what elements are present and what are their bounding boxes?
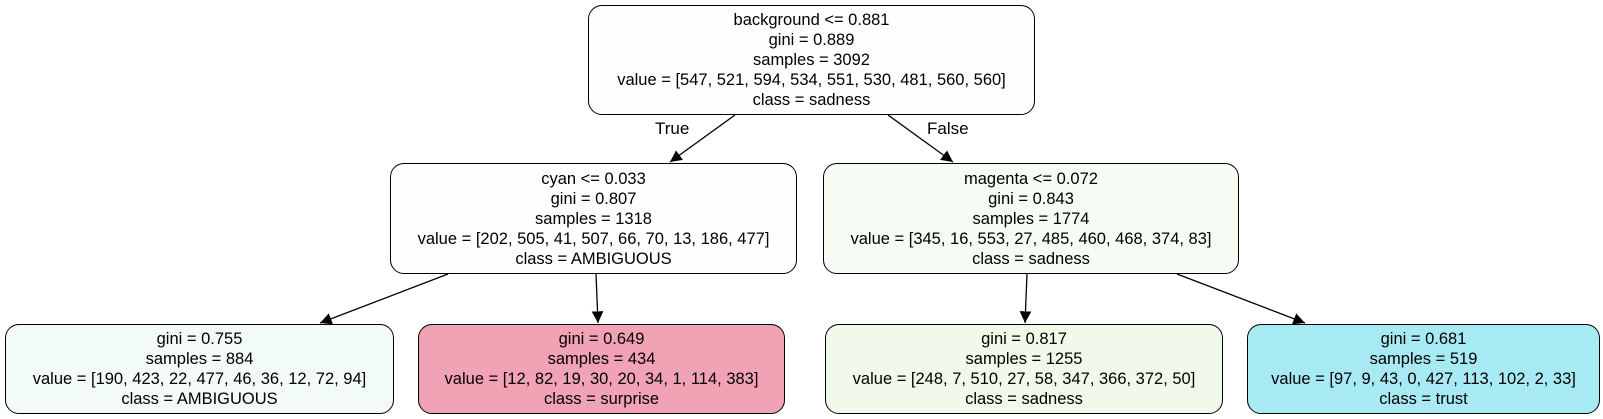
node-gini: gini = 0.889 [768, 31, 855, 49]
node-value: value = [12, 82, 19, 30, 20, 34, 1, 114,… [444, 370, 759, 388]
node-class: class = trust [1379, 390, 1468, 408]
edge-left-leaf2 [591, 273, 604, 324]
node-split: magenta <= 0.072 [964, 169, 1098, 188]
edge-label-false: False [927, 119, 969, 138]
tree-leaf-1: gini = 0.755 samples = 884 value = [190,… [5, 324, 394, 414]
tree-node-left: cyan <= 0.033 gini = 0.807 samples = 131… [390, 163, 797, 274]
tree-leaf-4: gini = 0.681 samples = 519 value = [97, … [1247, 324, 1600, 414]
node-samples: samples = 3092 [753, 51, 870, 69]
edge-label-true: True [655, 119, 690, 138]
edge-root-left [669, 114, 736, 163]
node-class: class = AMBIGUOUS [121, 390, 278, 408]
node-gini: gini = 0.681 [1380, 330, 1467, 348]
node-class: class = sadness [752, 91, 871, 109]
node-value: value = [202, 505, 41, 507, 66, 70, 13, … [417, 229, 770, 248]
edge-left-leaf1 [319, 273, 449, 325]
node-samples: samples = 1774 [972, 209, 1090, 228]
node-value: value = [248, 7, 510, 27, 58, 347, 366, … [852, 370, 1196, 388]
node-gini: gini = 0.817 [981, 330, 1067, 348]
tree-node-root: background <= 0.881 gini = 0.889 samples… [588, 5, 1035, 115]
node-samples: samples = 1255 [965, 350, 1083, 368]
node-gini: gini = 0.649 [558, 330, 645, 348]
tree-leaf-2: gini = 0.649 samples = 434 value = [12, … [418, 324, 785, 414]
node-class: class = surprise [543, 390, 660, 408]
node-class: class = sadness [965, 390, 1083, 408]
node-value: value = [97, 9, 43, 0, 427, 113, 102, 2,… [1271, 370, 1576, 388]
tree-leaf-3: gini = 0.817 samples = 1255 value = [248… [825, 324, 1223, 414]
node-samples: samples = 1318 [535, 209, 652, 228]
node-value: value = [547, 521, 594, 534, 551, 530, 4… [617, 71, 1006, 89]
edge-right-leaf4 [1176, 273, 1306, 325]
node-value: value = [345, 16, 553, 27, 485, 460, 468… [850, 229, 1212, 248]
node-split: background <= 0.881 [733, 11, 890, 29]
node-gini: gini = 0.807 [550, 189, 637, 208]
node-split: cyan <= 0.033 [541, 169, 646, 188]
node-class: class = AMBIGUOUS [515, 249, 672, 268]
node-value: value = [190, 423, 22, 477, 46, 36, 12, … [32, 370, 367, 388]
node-samples: samples = 519 [1369, 350, 1478, 368]
node-samples: samples = 434 [547, 350, 656, 368]
node-class: class = sadness [972, 249, 1090, 268]
node-gini: gini = 0.755 [156, 330, 243, 348]
tree-node-right: magenta <= 0.072 gini = 0.843 samples = … [823, 163, 1239, 274]
edge-right-leaf3 [1019, 273, 1032, 324]
node-gini: gini = 0.843 [988, 189, 1074, 208]
edge-root-right [887, 114, 954, 163]
node-samples: samples = 884 [145, 350, 254, 368]
